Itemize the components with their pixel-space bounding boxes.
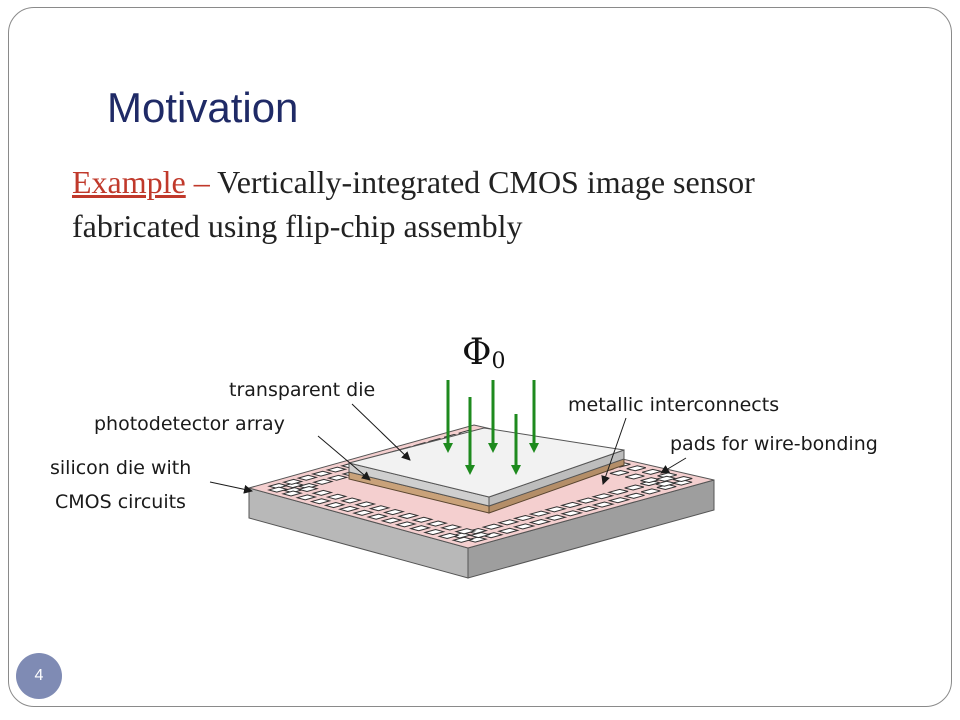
wire-bond-pad — [337, 505, 360, 512]
label-pads-wire-bonding: pads for wire-bonding — [670, 433, 878, 455]
wire-bond-pad — [295, 494, 318, 501]
wire-bond-pad — [609, 469, 630, 476]
wire-bond-pad — [408, 525, 432, 532]
wire-bond-pad — [310, 470, 333, 477]
wire-bond-pad — [397, 512, 420, 519]
subtitle-line-2: fabricated using flip-chip assembly — [72, 208, 523, 244]
leader-metallic-interconnects — [601, 417, 627, 485]
wire-bond-pad — [544, 506, 568, 513]
wire-bond-pad — [423, 529, 446, 536]
wire-bond-pad — [368, 505, 391, 512]
wire-bond-pad — [468, 532, 492, 539]
wire-bond-pad — [625, 473, 645, 480]
label-silicon-die-line-1: silicon die with — [50, 457, 191, 479]
wire-bond-pad — [366, 513, 389, 520]
wire-bond-pad — [296, 474, 319, 481]
wire-bond-pad — [380, 517, 403, 524]
wire-bond-pad — [528, 510, 552, 517]
wire-bond-pad — [606, 488, 629, 495]
slide-title: Motivation — [107, 84, 299, 131]
wire-bond-pad — [497, 519, 520, 526]
wire-bond-pad — [512, 523, 536, 530]
wire-bond-pad — [655, 480, 676, 487]
wire-bond-pad — [496, 527, 520, 534]
wire-bond-pad — [323, 502, 346, 509]
leader-photodetector-array — [317, 435, 371, 481]
wire-bond-pad — [311, 489, 334, 496]
wire-bond-pad — [512, 514, 536, 522]
wire-bond-pad — [560, 510, 584, 517]
label-silicon-die-line-2: CMOS circuits — [55, 491, 186, 513]
subtitle-line-1: Vertically-integrated CMOS image sensor — [217, 164, 755, 200]
example-link[interactable]: Example — [72, 164, 186, 200]
wire-bond-pad — [326, 474, 349, 481]
wire-bond-pad — [339, 497, 362, 504]
slide-frame — [8, 7, 952, 707]
wire-bond-pad — [439, 524, 463, 531]
subtitle-dash: – — [185, 164, 218, 200]
wire-bond-pad — [544, 514, 568, 521]
wire-bond-pad — [575, 505, 599, 512]
wire-bond-pad — [626, 465, 646, 472]
wire-bond-pad — [481, 523, 504, 530]
label-photodetector-array: photodetector array — [94, 413, 285, 435]
wire-bond-pad — [451, 536, 474, 543]
wire-bond-pad — [437, 532, 460, 540]
wire-bond-pad — [281, 490, 303, 497]
wire-bond-pad — [624, 484, 644, 491]
wire-bond-pad — [640, 488, 661, 495]
wire-bond-pad — [528, 519, 552, 526]
wire-bond-pad — [325, 466, 348, 473]
wire-bond-pad — [394, 521, 417, 528]
wire-bond-pad — [325, 493, 348, 500]
leader-pads — [660, 457, 687, 474]
wire-bond-pad — [591, 493, 615, 500]
page-number-badge: 4 — [16, 653, 62, 699]
wire-bond-pad — [311, 478, 334, 485]
wire-bond-pad — [281, 478, 304, 485]
wire-bond-pad — [352, 509, 375, 516]
wire-bond-pad — [297, 486, 319, 493]
wire-bond-pad — [465, 536, 488, 543]
label-transparent-die: transparent die — [229, 379, 375, 401]
wire-bond-pad — [425, 520, 449, 527]
wire-bond-pad — [465, 527, 489, 535]
wire-bond-pad — [591, 501, 615, 508]
light-arrows — [443, 380, 539, 475]
leader-transparent-die — [351, 403, 411, 461]
wire-bond-pad — [623, 492, 645, 499]
wire-bond-pad — [559, 501, 583, 508]
wire-bond-pad — [267, 486, 289, 493]
wire-bond-pad — [607, 497, 631, 504]
wire-bond-pad — [354, 501, 377, 508]
wire-bond-pad — [309, 498, 332, 505]
label-metallic-interconnects: metallic interconnects — [568, 394, 779, 416]
wire-bond-pad — [481, 532, 504, 539]
leader-silicon-die — [209, 481, 253, 494]
wire-bond-pad — [411, 516, 434, 523]
wire-bond-pad — [672, 475, 693, 482]
flux-subscript: 0 — [492, 349, 506, 374]
wire-bond-pad — [575, 497, 599, 504]
wire-bond-pad — [454, 528, 477, 535]
transparent-die-top — [348, 427, 625, 498]
wire-bond-pad — [382, 509, 406, 516]
slide-subtitle: Example – Vertically-integrated CMOS ima… — [72, 160, 892, 248]
flux-symbol: Φ0 — [462, 332, 506, 374]
